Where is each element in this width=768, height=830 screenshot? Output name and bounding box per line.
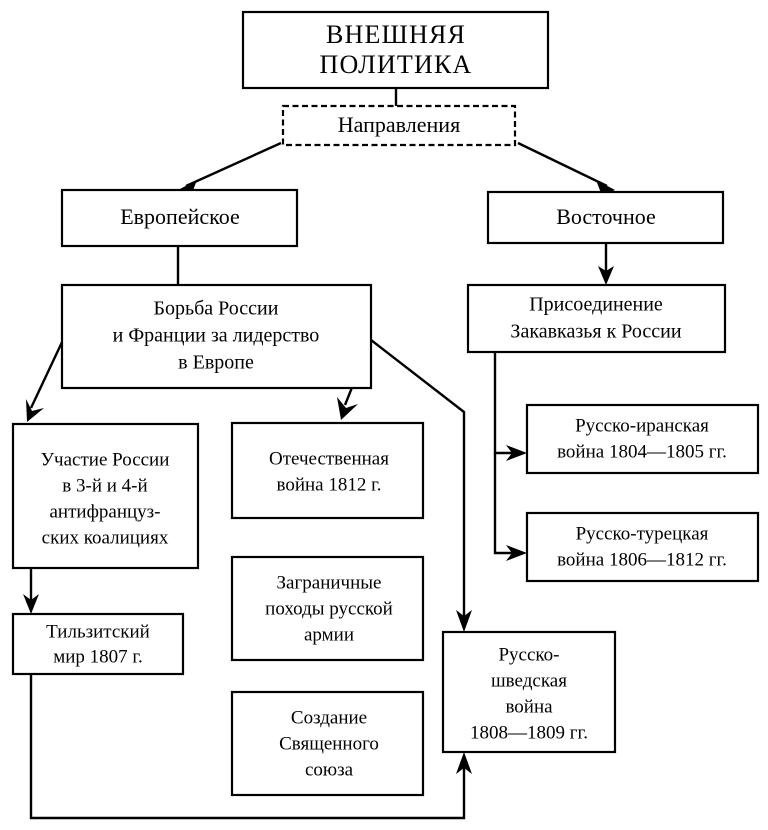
root-title-box bbox=[241, 10, 550, 90]
foreign-campaigns-box bbox=[230, 555, 425, 662]
node-transcaucasia: Присоединение Закавказья к России bbox=[466, 283, 727, 354]
russo-swedish-line2: шведская bbox=[491, 670, 567, 691]
russo-swedish-line1: Русско- bbox=[498, 644, 559, 665]
connector-transcaucasia-to-russo-turkish bbox=[493, 453, 512, 555]
node-coalitions: Участие России в 3-й и 4-й антифранцуз- … bbox=[11, 422, 200, 570]
root-title-line2: ПОЛИТИКА bbox=[319, 50, 472, 79]
russo-persian-line1: Русско-иранская bbox=[575, 415, 709, 436]
node-russo-swedish-war: Русско- шведская война 1808—1809 гг. bbox=[441, 630, 617, 754]
rivalry-line1: Борьба России bbox=[154, 298, 279, 320]
arrowhead-rivalry-to-coalitions bbox=[26, 399, 44, 422]
russo-swedish-war-box bbox=[441, 630, 617, 754]
connector-rivalry-to-russo-swedish bbox=[370, 339, 466, 618]
directions-box bbox=[281, 104, 517, 147]
tilsit-line2: мир 1807 г. bbox=[53, 646, 143, 667]
eastern-label: Восточное bbox=[556, 204, 656, 229]
node-foreign-campaigns: Заграничные походы русской армии bbox=[230, 555, 425, 662]
directions-label: Направления bbox=[338, 112, 460, 137]
connector-tilsit-to-russo-swedish bbox=[29, 674, 466, 820]
patriotic-war-line1: Отечественная bbox=[269, 448, 389, 469]
foreign-campaigns-line1: Заграничные bbox=[277, 572, 382, 593]
russo-swedish-line4: 1808—1809 гг. bbox=[470, 722, 588, 743]
tilsit-box bbox=[11, 612, 185, 676]
transcaucasia-line1: Присоединение bbox=[529, 294, 663, 316]
transcaucasia-line2: Закавказья к России bbox=[510, 321, 681, 343]
tilsit-line1: Тильзитский bbox=[46, 621, 150, 642]
russo-turkish-war-box bbox=[525, 511, 760, 583]
connector-directions-to-eastern bbox=[517, 141, 608, 188]
connector-transcaucasia-to-russo-persian bbox=[493, 352, 512, 455]
node-european: Европейское bbox=[60, 188, 299, 248]
connector-directions-to-european bbox=[185, 141, 282, 188]
holy-alliance-box bbox=[230, 690, 425, 797]
node-tilsit: Тильзитский мир 1807 г. bbox=[11, 612, 185, 676]
node-holy-alliance: Создание Священного союза bbox=[230, 690, 425, 797]
russo-turkish-line2: война 1806—1812 гг. bbox=[557, 549, 727, 570]
rivalry-line2: и Франции за лидерство bbox=[113, 325, 320, 347]
node-directions: Направления bbox=[281, 104, 517, 147]
rivalry-box bbox=[60, 283, 373, 390]
holy-alliance-line3: союза bbox=[305, 759, 354, 780]
node-eastern: Восточное bbox=[486, 190, 725, 245]
node-russo-persian-war: Русско-иранская война 1804—1805 гг. bbox=[525, 403, 760, 475]
russo-persian-line2: война 1804—1805 гг. bbox=[557, 441, 727, 462]
node-russo-turkish-war: Русско-турецкая война 1806—1812 гг. bbox=[525, 511, 760, 583]
european-label: Европейское bbox=[120, 204, 240, 229]
foreign-campaigns-line2: походы русской bbox=[265, 598, 393, 619]
european-box bbox=[60, 188, 299, 248]
patriotic-war-box bbox=[230, 421, 425, 520]
arrowhead-coalitions-to-tilsit bbox=[23, 594, 39, 614]
coalitions-box bbox=[11, 422, 200, 570]
transcaucasia-box bbox=[466, 283, 727, 354]
foreign-campaigns-line3: армии bbox=[304, 624, 354, 645]
root-title-line1: ВНЕШНЯЯ bbox=[326, 20, 466, 49]
arrowhead-eastern-to-transcaucasia bbox=[598, 266, 614, 285]
arrowhead-transcaucasia-to-russo-turkish bbox=[506, 545, 527, 561]
connector-rivalry-to-coalitions bbox=[29, 339, 65, 409]
holy-alliance-line2: Священного bbox=[279, 733, 379, 754]
arrowhead-rivalry-to-russo-swedish bbox=[456, 610, 472, 632]
coalitions-line4: ских коалициях bbox=[42, 527, 169, 548]
coalitions-line1: Участие России bbox=[41, 449, 170, 470]
node-rivalry: Борьба России и Франции за лидерство в Е… bbox=[60, 283, 373, 390]
patriotic-war-line2: война 1812 г. bbox=[276, 474, 381, 495]
arrowhead-rivalry-to-patriotic-war bbox=[337, 397, 358, 420]
coalitions-line2: в 3-й и 4-й bbox=[62, 475, 147, 496]
holy-alliance-line1: Создание bbox=[291, 707, 367, 728]
node-root-title: ВНЕШНЯЯ ПОЛИТИКА bbox=[241, 10, 550, 90]
arrowhead-tilsit-to-russo-swedish bbox=[456, 752, 472, 774]
coalitions-line3: антифранцуз- bbox=[50, 501, 161, 522]
rivalry-line3: в Европе bbox=[178, 352, 254, 374]
russo-persian-war-box bbox=[525, 403, 760, 475]
eastern-box bbox=[486, 190, 725, 245]
russo-swedish-line3: война bbox=[505, 696, 553, 717]
node-patriotic-war: Отечественная война 1812 г. bbox=[230, 421, 425, 520]
arrowhead-transcaucasia-to-russo-persian bbox=[506, 445, 527, 461]
russo-turkish-line1: Русско-турецкая bbox=[576, 523, 709, 544]
